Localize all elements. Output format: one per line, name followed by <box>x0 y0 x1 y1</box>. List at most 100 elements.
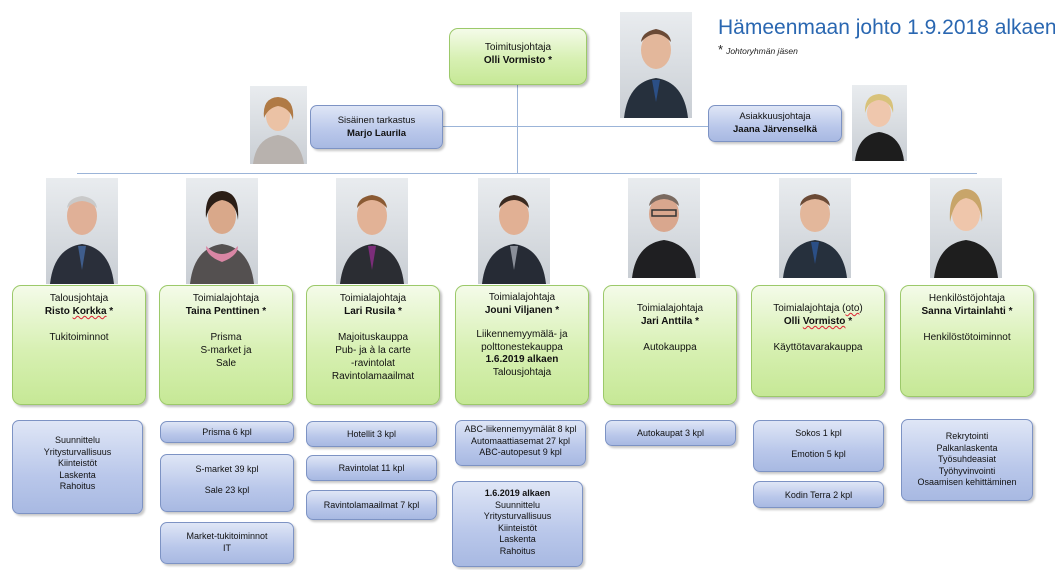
head-box-consumer-goods[interactable]: Toimialajohtaja (oto) Olli Vormisto * Kä… <box>751 285 885 397</box>
unit-box-restaurants[interactable]: Ravintolat 11 kpl <box>306 455 437 481</box>
unit-line: Rahoitus <box>59 481 96 491</box>
box-text: Liikennemyymälä- ja <box>476 329 568 340</box>
avatar <box>628 178 700 278</box>
box-text <box>160 318 292 331</box>
audit-box[interactable]: Sisäinen tarkastus Marjo Laurila <box>310 105 443 149</box>
unit-box-kodin-terra[interactable]: Kodin Terra 2 kpl <box>753 481 884 508</box>
box-text: S-market ja <box>200 345 252 356</box>
unit-line: ABC-autopesut 9 kpl <box>479 447 562 457</box>
box-text: Autokauppa <box>643 342 697 353</box>
box-text: oto <box>845 303 860 314</box>
head-box-auto[interactable]: Toimialajohtaja Jari Anttila * Autokaupp… <box>603 285 737 405</box>
box-text <box>13 318 145 331</box>
box-text: Henkilöstötoiminnot <box>923 332 1011 343</box>
box-text: Käyttötavarakauppa <box>773 342 863 353</box>
box-text: Henkilöstöjohtaja <box>928 293 1006 304</box>
unit-line: Hotellit 3 kpl <box>346 429 397 439</box>
head-box-fuel[interactable]: Toimialajohtaja Jouni Viljanen * Liikenn… <box>455 285 589 405</box>
avatar <box>478 178 550 284</box>
box-text: Lari Rusila * <box>344 306 402 317</box>
box-text: Prisma <box>210 332 242 343</box>
unit-line: Laskenta <box>499 534 536 544</box>
unit-box-prisma[interactable]: Prisma 6 kpl <box>160 421 294 443</box>
box-text: Johtoryhmän jäsen <box>726 46 798 56</box>
unit-box-hotels[interactable]: Hotellit 3 kpl <box>306 421 437 447</box>
box-text: Olli Vormisto * <box>483 55 553 66</box>
box-text: * <box>106 306 114 317</box>
unit-line: Kodin Terra 2 kpl <box>784 490 853 500</box>
box-text: Jouni Viljanen * <box>484 304 560 316</box>
unit-line: Rahoitus <box>499 545 536 556</box>
box-text: Toimialajohtaja ( <box>773 303 846 314</box>
unit-line: Yritysturvallisuus <box>483 511 552 521</box>
box-text <box>901 318 1033 331</box>
box-text <box>604 328 736 341</box>
unit-line: Työsuhdeasiat <box>937 454 997 464</box>
unit-line <box>754 440 883 449</box>
page-title: Hämeenmaan johto 1.9.2018 alkaen <box>718 16 1055 39</box>
unit-line: Prisma 6 kpl <box>202 427 252 437</box>
unit-line: Sokos 1 kpl <box>795 428 842 438</box>
unit-line: Sale 23 kpl <box>204 484 250 495</box>
unit-box-auto[interactable]: Autokaupat 3 kpl <box>605 420 736 446</box>
box-text: 1.6.2019 alkaen <box>485 354 559 365</box>
avatar <box>336 178 408 284</box>
box-text: Risto <box>44 306 73 317</box>
unit-line: IT <box>223 542 231 553</box>
head-box-finance[interactable]: Talousjohtaja Risto Korkka * Tukitoiminn… <box>12 285 146 405</box>
box-text <box>307 318 439 331</box>
box-text: Sale <box>215 358 236 369</box>
unit-line: Ravintolamaailmat 7 kpl <box>323 500 420 510</box>
box-text: * <box>845 316 853 327</box>
unit-line: Autokaupat 3 kpl <box>636 428 705 438</box>
head-box-prisma[interactable]: Toimialajohtaja Taina Penttinen * Prisma… <box>159 285 293 405</box>
ceo-box[interactable]: Toimitusjohtaja Olli Vormisto * <box>449 28 587 85</box>
customer-box[interactable]: Asiakkuusjohtaja Jaana Järvenselkä <box>708 105 842 142</box>
connector <box>77 173 977 174</box>
unit-line: Kiinteistöt <box>57 458 98 468</box>
box-text: Majoituskauppa <box>337 332 409 343</box>
box-text: Jari Anttila * <box>641 316 699 327</box>
head-box-hospitality[interactable]: Toimialajohtaja Lari Rusila * Majoituska… <box>306 285 440 405</box>
avatar <box>779 178 851 278</box>
avatar <box>46 178 118 284</box>
unit-line: Kiinteistöt <box>497 522 538 533</box>
head-box-hr[interactable]: Henkilöstöjohtaja Sanna Virtainlahti * H… <box>900 285 1034 397</box>
unit-line: Automaattiasemat 27 kpl <box>470 435 571 446</box>
unit-line: Market-tukitoiminnot <box>186 531 268 541</box>
box-text: -ravintolat <box>351 358 395 369</box>
box-text: Pub- ja à la carte <box>335 345 411 356</box>
unit-line: Suunnittelu <box>494 499 541 510</box>
box-text: * <box>718 42 724 57</box>
unit-line: Yritysturvallisuus <box>43 446 112 457</box>
box-text: Talousjohtaja <box>49 293 109 304</box>
box-text: Sanna Virtainlahti * <box>921 306 1013 317</box>
unit-line: Rekrytointi <box>945 431 989 441</box>
unit-line: Laskenta <box>59 469 96 480</box>
unit-line: S-market 39 kpl <box>195 464 259 474</box>
box-text: Toimialajohtaja <box>339 293 407 304</box>
legend-note: *Johtoryhmän jäsen <box>718 42 798 57</box>
box-text: Talousjohtaja <box>492 366 552 378</box>
box-text: Toimialajohtaja <box>192 293 260 304</box>
unit-line: Palkanlaskenta <box>936 442 998 453</box>
box-text: Olli <box>783 316 803 327</box>
box-text: polttonestekauppa <box>481 341 563 353</box>
avatar <box>250 86 307 164</box>
avatar <box>852 85 907 161</box>
box-text: ) <box>859 303 863 314</box>
unit-line: Ravintolat 11 kpl <box>338 463 405 473</box>
unit-line: Suunnittelu <box>54 435 101 445</box>
unit-box-restaurant-worlds[interactable]: Ravintolamaailmat 7 kpl <box>306 490 437 520</box>
unit-line <box>161 476 293 485</box>
box-text <box>456 317 588 329</box>
unit-line: Työhyvinvointi <box>938 465 996 476</box>
box-text <box>752 328 884 341</box>
